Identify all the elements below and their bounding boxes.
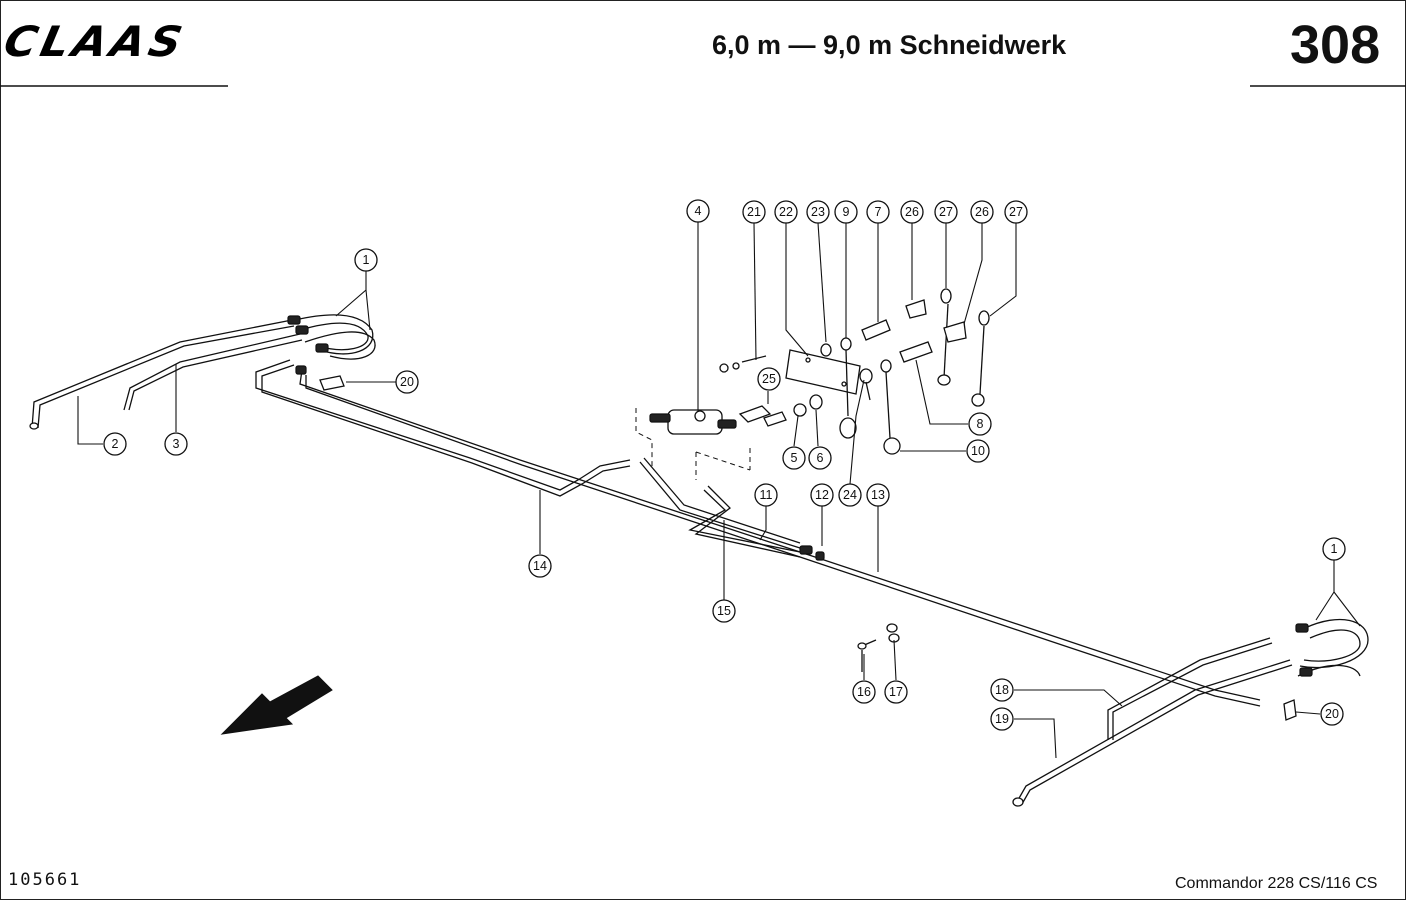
pipe-14 (255, 359, 631, 497)
callout-20-left: 20 (395, 370, 419, 394)
svg-text:4: 4 (695, 204, 702, 218)
unions-12 (799, 545, 825, 561)
svg-text:2: 2 (112, 437, 119, 451)
pipe-18 (1107, 637, 1273, 740)
callout-26-b: 26 (970, 200, 994, 224)
svg-text:22: 22 (779, 205, 793, 219)
svg-text:24: 24 (843, 488, 857, 502)
hose-1-right (1295, 618, 1369, 677)
screw-16-clamp-17 (857, 623, 900, 672)
direction-arrow (220, 675, 333, 735)
callout-13: 13 (866, 483, 890, 507)
pipe-3 (123, 333, 303, 411)
svg-text:1: 1 (1331, 542, 1338, 556)
svg-text:27: 27 (939, 205, 953, 219)
valve-block-4 (635, 408, 751, 480)
svg-text:26: 26 (905, 205, 919, 219)
callout-23: 23 (806, 200, 830, 224)
callout-17: 17 (884, 680, 908, 704)
callout-14: 14 (528, 554, 552, 578)
callout-21: 21 (742, 200, 766, 224)
pipe-19 (1012, 659, 1293, 807)
callout-6: 6 (808, 446, 832, 470)
fitting-25 (738, 405, 787, 427)
page-title: 6,0 m — 9,0 m Schneidwerk (712, 30, 1067, 60)
callout-1-left: 1 (354, 248, 378, 272)
pipe-11 (639, 457, 801, 549)
callout-3: 3 (164, 432, 188, 456)
svg-text:19: 19 (995, 712, 1009, 726)
callout-27-b: 27 (1004, 200, 1028, 224)
svg-text:21: 21 (747, 205, 761, 219)
svg-text:20: 20 (1325, 707, 1339, 721)
svg-text:25: 25 (762, 372, 776, 386)
callout-8: 8 (968, 412, 992, 436)
clip-20-left (319, 375, 345, 391)
svg-text:3: 3 (173, 437, 180, 451)
callout-9: 9 (834, 200, 858, 224)
svg-text:17: 17 (889, 685, 903, 699)
svg-text:7: 7 (875, 205, 882, 219)
svg-text:5: 5 (791, 451, 798, 465)
callout-11: 11 (754, 483, 778, 507)
svg-text:6: 6 (817, 451, 824, 465)
svg-text:27: 27 (1009, 205, 1023, 219)
callout-2: 2 (103, 432, 127, 456)
bracket-plate-22 (785, 349, 861, 395)
callout-4: 4 (686, 199, 710, 223)
callout-20-right: 20 (1320, 702, 1344, 726)
hose-1-left (287, 314, 376, 360)
callout-7: 7 (866, 200, 890, 224)
callout-27-a: 27 (934, 200, 958, 224)
clip-20-right (1283, 699, 1297, 721)
fittings-7-8-10-26-27 (861, 288, 990, 455)
leader-lines (77, 222, 1361, 759)
svg-text:11: 11 (760, 488, 773, 502)
svg-text:13: 13 (871, 488, 885, 502)
callout-10: 10 (966, 439, 990, 463)
callout-25: 25 (757, 367, 781, 391)
machine-model: Commandor 228 CS/116 CS (1175, 875, 1378, 892)
callout-19: 19 (990, 707, 1014, 731)
svg-text:10: 10 (971, 444, 985, 458)
svg-text:23: 23 (811, 205, 825, 219)
svg-text:15: 15 (717, 604, 731, 618)
svg-text:14: 14 (533, 559, 547, 573)
callout-12: 12 (810, 483, 834, 507)
callout-22: 22 (774, 200, 798, 224)
svg-text:18: 18 (995, 683, 1009, 697)
pipe-2 (29, 319, 295, 430)
small-parts-21-23-9-5-6 (719, 337, 873, 439)
callout-15: 15 (712, 599, 736, 623)
svg-text:16: 16 (857, 685, 871, 699)
svg-text:8: 8 (977, 417, 984, 431)
callout-24: 24 (838, 483, 862, 507)
svg-text:20: 20 (400, 375, 414, 389)
svg-text:1: 1 (363, 253, 370, 267)
svg-text:26: 26 (975, 205, 989, 219)
callout-18: 18 (990, 678, 1014, 702)
svg-text:12: 12 (815, 488, 829, 502)
page-number: 308 (1290, 15, 1381, 75)
callout-5: 5 (782, 446, 806, 470)
document-number: 105661 (8, 870, 82, 890)
callout-26-a: 26 (900, 200, 924, 224)
callout-1-right: 1 (1322, 537, 1346, 561)
callout-16: 16 (852, 680, 876, 704)
svg-text:9: 9 (843, 205, 850, 219)
